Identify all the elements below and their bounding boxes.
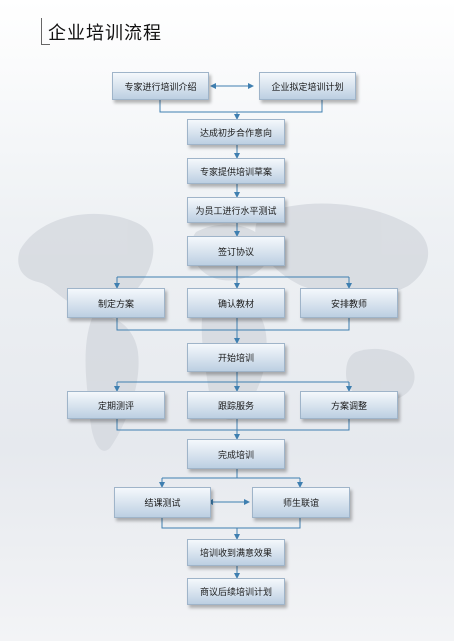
node-label: 制定方案: [97, 299, 134, 310]
node-company-plan: 企业拟定培训计划: [259, 72, 356, 100]
node-sign-agreement: 签订协议: [187, 236, 285, 266]
node-label: 开始培训: [217, 354, 254, 364]
node-level-test: 为员工进行水平测试: [187, 197, 285, 223]
node-label: 专家进行培训介绍: [124, 82, 197, 93]
node-plan-adjust: 方案调整: [300, 391, 398, 419]
node-label: 跟踪服务: [217, 401, 254, 412]
page-title: 企业培训流程: [48, 23, 162, 44]
node-final-test: 结课测试: [114, 487, 211, 518]
node-teacher-student-social: 师生联谊: [252, 487, 350, 518]
node-next-training-plan: 商议后续培训计划: [187, 578, 285, 605]
node-label: 企业拟定培训计划: [271, 82, 344, 93]
node-start-training: 开始培训: [187, 343, 285, 372]
node-label: 确认教材: [217, 299, 254, 310]
node-label: 安排教师: [330, 299, 367, 310]
node-make-plan: 制定方案: [67, 288, 165, 318]
node-label: 达成初步合作意向: [199, 128, 272, 139]
title-frame: 企业培训流程: [41, 18, 161, 45]
node-arrange-teacher: 安排教师: [300, 288, 398, 318]
node-label: 培训收到满意效果: [199, 549, 272, 559]
node-label: 专家提供培训草案: [199, 167, 272, 178]
node-label: 商议后续培训计划: [199, 588, 272, 598]
node-follow-service: 跟踪服务: [187, 391, 285, 419]
node-label: 完成培训: [217, 450, 254, 461]
node-confirm-material: 确认教材: [187, 288, 285, 318]
node-preliminary-agreement: 达成初步合作意向: [187, 119, 285, 145]
node-label: 结课测试: [144, 499, 181, 509]
node-label: 师生联谊: [282, 499, 319, 509]
node-periodic-eval: 定期测评: [67, 391, 165, 419]
node-label: 签订协议: [217, 247, 254, 258]
node-satisfying-result: 培训收到满意效果: [187, 539, 285, 566]
node-draft: 专家提供培训草案: [187, 158, 285, 184]
node-expert-intro: 专家进行培训介绍: [112, 72, 209, 100]
node-label: 定期测评: [97, 401, 134, 412]
node-complete-training: 完成培训: [187, 439, 285, 469]
node-label: 方案调整: [330, 401, 367, 412]
node-label: 为员工进行水平测试: [195, 206, 277, 217]
